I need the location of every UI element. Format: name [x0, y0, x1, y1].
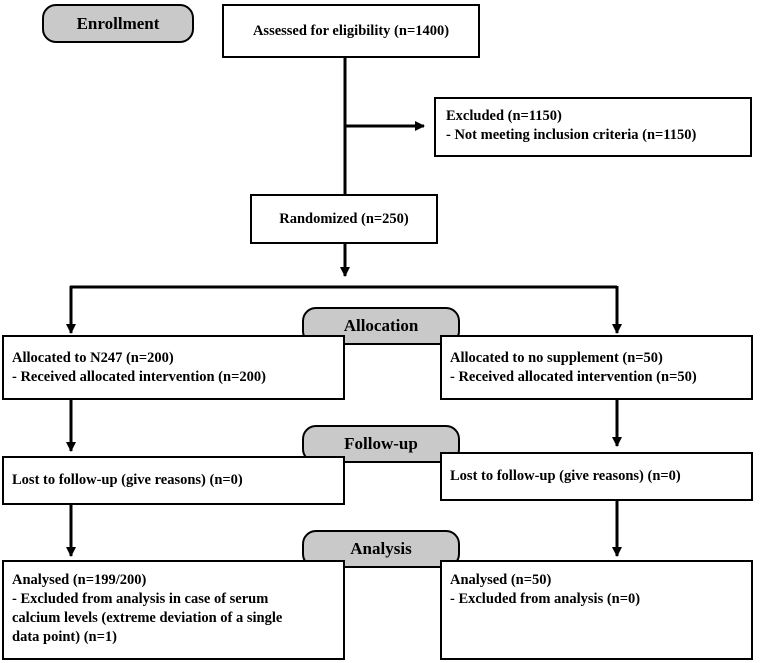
analysis-left-detail-3: data point) (n=1)	[12, 629, 117, 645]
assessed-box: Assessed for eligibility (n=1400)	[222, 4, 480, 58]
followup-left-text: Lost to follow-up (give reasons) (n=0)	[12, 472, 243, 488]
stage-followup-label: Follow-up	[344, 434, 418, 453]
allocation-left-detail: - Received allocated intervention (n=200…	[12, 369, 266, 385]
randomized-box: Randomized (n=250)	[250, 194, 438, 244]
analysis-left-detail-2: calcium levels (extreme deviation of a s…	[12, 610, 283, 626]
followup-left-box: Lost to follow-up (give reasons) (n=0)	[2, 456, 345, 505]
stage-allocation: Allocation	[302, 307, 460, 345]
excluded-reason: - Not meeting inclusion criteria (n=1150…	[446, 127, 697, 143]
analysis-right-title: Analysed (n=50)	[450, 572, 552, 588]
allocation-right-detail: - Received allocated intervention (n=50)	[450, 369, 697, 385]
analysis-left-detail-1: - Excluded from analysis in case of seru…	[12, 591, 269, 607]
excluded-title: Excluded (n=1150)	[446, 108, 562, 124]
analysis-left-title: Analysed (n=199/200)	[12, 572, 147, 588]
followup-right-text: Lost to follow-up (give reasons) (n=0)	[450, 468, 681, 484]
stage-analysis-label: Analysis	[350, 539, 412, 558]
analysis-right-box: Analysed (n=50) - Excluded from analysis…	[440, 560, 753, 660]
analysis-right-detail: - Excluded from analysis (n=0)	[450, 591, 641, 607]
allocation-left-box: Allocated to N247 (n=200) - Received all…	[2, 335, 345, 400]
stage-allocation-label: Allocation	[343, 316, 419, 335]
stage-enrollment-label: Enrollment	[76, 13, 160, 33]
followup-right-box: Lost to follow-up (give reasons) (n=0)	[440, 452, 753, 501]
randomized-text: Randomized (n=250)	[279, 210, 409, 227]
assessed-text: Assessed for eligibility (n=1400)	[252, 22, 450, 39]
stage-enrollment: Enrollment	[42, 4, 194, 43]
analysis-left-box: Analysed (n=199/200) - Excluded from ana…	[2, 560, 345, 660]
allocation-left-title: Allocated to N247 (n=200)	[12, 350, 174, 366]
excluded-box: Excluded (n=1150) - Not meeting inclusio…	[434, 97, 752, 157]
allocation-right-box: Allocated to no supplement (n=50) - Rece…	[440, 335, 753, 400]
allocation-right-title: Allocated to no supplement (n=50)	[450, 350, 663, 366]
